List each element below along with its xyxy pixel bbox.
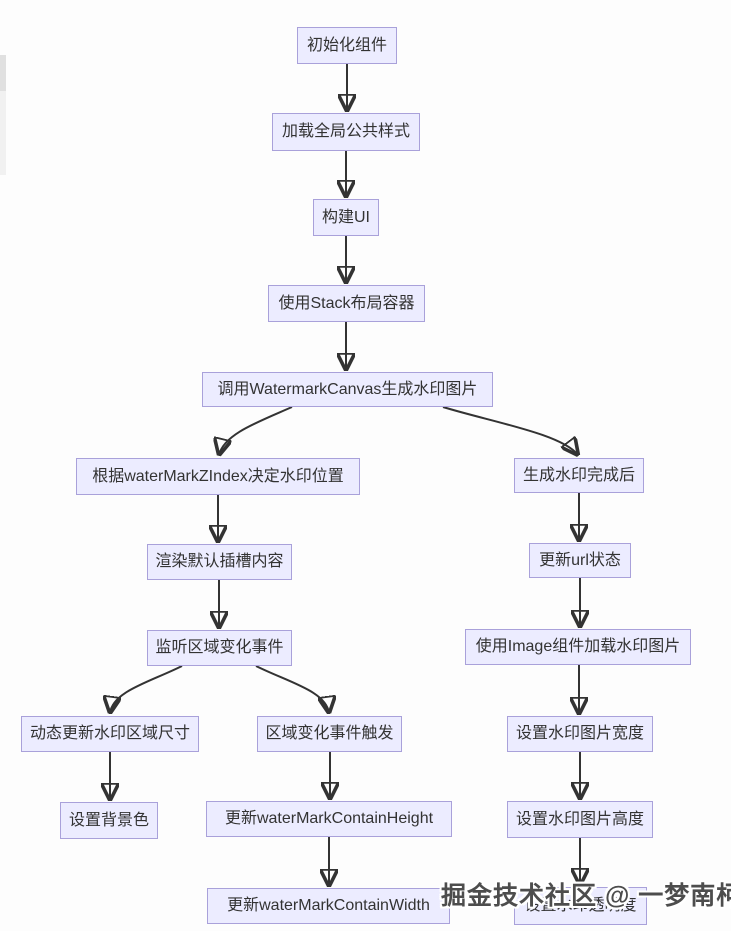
flow-node-listen-area-change: 监听区域变化事件: [147, 630, 292, 666]
flow-node-update-url-state: 更新url状态: [529, 543, 631, 578]
flow-node-stack-container: 使用Stack布局容器: [268, 285, 425, 322]
edge-n7-n10: [255, 665, 329, 713]
flow-node-init-component: 初始化组件: [297, 27, 397, 64]
flow-node-area-change-triggered: 区域变化事件触发: [257, 716, 402, 752]
flow-node-set-image-height: 设置水印图片高度: [507, 801, 653, 838]
flow-node-set-background-color: 设置背景色: [60, 802, 158, 839]
flow-node-zindex-position: 根据waterMarkZIndex决定水印位置: [76, 458, 360, 495]
flow-node-watermark-complete: 生成水印完成后: [514, 458, 644, 493]
flow-node-image-load-watermark: 使用Image组件加载水印图片: [465, 629, 691, 665]
edge-n4-n5: [219, 406, 293, 455]
flow-node-update-area-size: 动态更新水印区域尺寸: [21, 716, 199, 752]
scrollbar[interactable]: [0, 55, 6, 175]
edge-n4-n13: [442, 406, 578, 455]
flow-node-set-opacity: 设置水印透明度: [514, 887, 647, 925]
scrollbar-thumb[interactable]: [0, 55, 6, 91]
flow-node-load-global-styles: 加载全局公共样式: [272, 113, 420, 151]
flow-node-update-contain-height: 更新waterMarkContainHeight: [206, 801, 452, 837]
flow-node-render-default-slot: 渲染默认插槽内容: [147, 544, 292, 580]
flow-node-build-ui: 构建UI: [313, 199, 379, 236]
flow-node-watermark-canvas: 调用WatermarkCanvas生成水印图片: [202, 372, 493, 407]
flow-node-set-image-width: 设置水印图片宽度: [507, 716, 653, 752]
flow-node-update-contain-width: 更新waterMarkContainWidth: [207, 888, 450, 924]
edge-n7-n8: [110, 665, 183, 713]
juejin-watermark-text: 掘金技术社区 @ 一梦南柯: [441, 882, 731, 910]
